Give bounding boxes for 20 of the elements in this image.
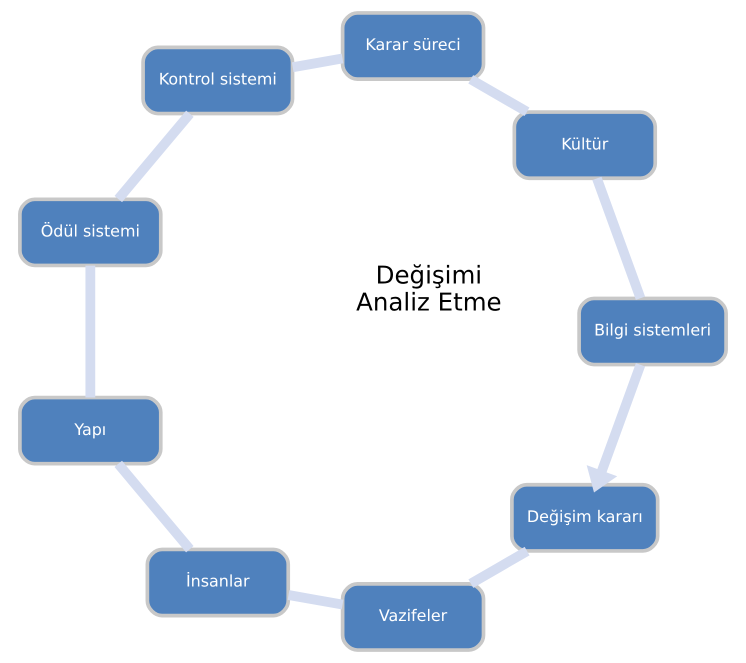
connector — [114, 460, 194, 552]
label: Analiz Etme — [356, 288, 502, 317]
connector — [114, 110, 194, 202]
connector — [85, 266, 96, 398]
connector — [468, 75, 530, 116]
node-box: Karar süreci — [340, 11, 486, 81]
node-box: Bilgi sistemleri — [577, 296, 728, 366]
arrow — [586, 363, 646, 493]
node-box: Değişim kararı — [510, 482, 660, 553]
label: Değişimi — [376, 260, 482, 290]
connector — [292, 54, 344, 72]
connector — [288, 590, 344, 610]
node-box: Ödül sistemi — [18, 197, 163, 268]
node-box: İnsanlar — [146, 548, 290, 618]
connector — [592, 176, 646, 300]
node-box: Vazifeler — [340, 582, 486, 652]
connector — [468, 546, 530, 588]
node-box: Kültür — [512, 110, 658, 180]
node-box: Kontrol sistemi — [141, 46, 294, 116]
node-box: Yapı — [18, 396, 163, 466]
